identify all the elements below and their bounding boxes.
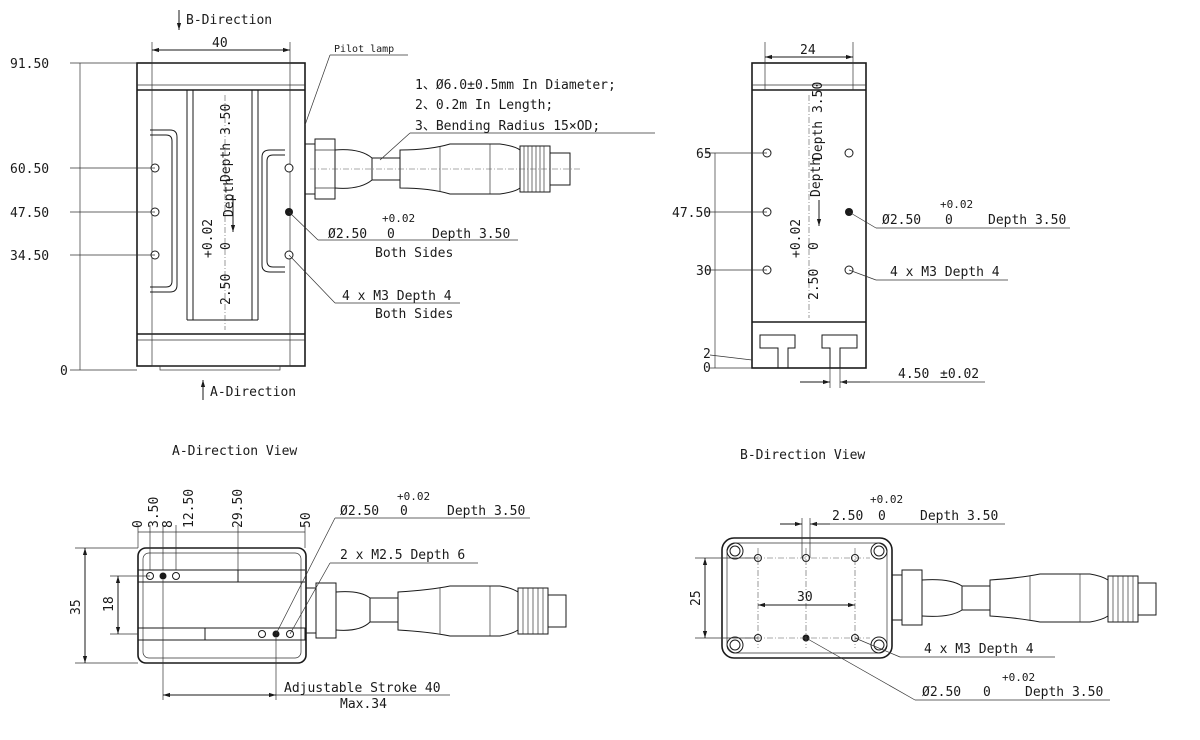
front-depth-vertical-2: Depth [222,178,237,217]
a-dim-0: 0 [131,520,146,528]
side-hole-tol-plus: +0.02 [940,198,973,211]
b-direction-label: B-Direction [186,13,272,28]
side-width-dim: 24 [800,43,816,58]
side-depth-vertical-2: Depth [809,158,824,197]
front-hole-sides: Both Sides [375,246,453,261]
cable-note-2: 2、0.2m In Length; [415,98,553,113]
side-view: 24 65 47.50 30 2 0 Depth 3.50 Depth +0.0… [672,42,1070,388]
a-screw-spec: 2 x M2.5 Depth 6 [340,548,465,563]
a-stroke-label: Adjustable Stroke 40 [284,681,441,696]
a-direction-label: A-Direction [210,385,296,400]
side-dim-2: 2 [703,347,711,362]
front-hole-zero: 0 [387,227,395,242]
b-top-dia: 2.50 [832,509,863,524]
side-slot-tol: ±0.02 [940,367,979,382]
front-width-dim: 40 [212,36,228,51]
front-dim-60-50: 60.50 [10,162,49,177]
front-tol-zero: 0 [219,242,234,250]
front-screw-spec: 4 x M3 Depth 4 [342,289,452,304]
cable-note-3: 3、Bending Radius 15×OD; [415,119,600,134]
front-body [136,62,306,371]
cable-note-1: 1、Ø6.0±0.5mm In Diameter; [415,78,616,93]
front-screw-sides: Both Sides [375,307,453,322]
side-dia-vertical: 2.50 [807,269,822,300]
a-dim-8: 8 [161,520,176,528]
b-hole-depth: Depth 3.50 [1025,685,1103,700]
b-top-tol-plus: +0.02 [870,493,903,506]
side-dim-0: 0 [703,361,711,376]
front-tol-plus: +0.02 [201,219,216,258]
front-depth-vertical: Depth 3.50 [219,104,234,182]
side-dim-65: 65 [696,147,712,162]
b-top-depth: Depth 3.50 [920,509,998,524]
b-width-dim: 30 [797,590,813,605]
front-dia-vertical: 2.50 [219,274,234,305]
a-dim-29-50: 29.50 [231,489,246,528]
side-tol-zero: 0 [807,242,822,250]
side-tol-plus: +0.02 [789,219,804,258]
b-hole-zero: 0 [983,685,991,700]
a-hole-dia: Ø2.50 [340,504,379,519]
a-direction-view: A-Direction View [69,444,567,712]
side-hole-zero: 0 [945,213,953,228]
a-inner-dim: 18 [102,596,117,612]
side-slot-dim: 4.50 [898,367,929,382]
a-dim-50: 50 [299,512,314,528]
side-depth-vertical: Depth 3.50 [811,82,826,160]
side-dim-47-50: 47.50 [672,206,711,221]
b-hole-dia: Ø2.50 [922,685,961,700]
a-height-dim: 35 [69,599,84,615]
b-screw-spec: 4 x M3 Depth 4 [924,642,1034,657]
front-view: B-Direction [10,10,655,400]
a-hole-zero: 0 [400,504,408,519]
pilot-lamp-label: Pilot lamp [334,44,394,55]
front-dim-0: 0 [60,364,68,379]
front-hole-tol-plus: +0.02 [382,212,415,225]
front-hole-dia: Ø2.50 [328,227,367,242]
a-dim-3-50: 3.50 [147,497,162,528]
a-dim-12-50: 12.50 [182,489,197,528]
front-dim-34-50: 34.50 [10,249,49,264]
a-view-title: A-Direction View [172,444,297,459]
a-stroke-max: Max.34 [340,697,387,712]
side-hole-depth: Depth 3.50 [988,213,1066,228]
b-view-title: B-Direction View [740,448,865,463]
b-direction-view: B-Direction View [689,448,1157,701]
side-hole-dia: Ø2.50 [882,213,921,228]
front-cable-connector [304,138,580,200]
front-hole-depth: Depth 3.50 [432,227,510,242]
front-dim-47-50: 47.50 [10,206,49,221]
b-top-zero: 0 [878,509,886,524]
b-height-dim: 25 [689,590,704,606]
a-hole-tol-plus: +0.02 [397,490,430,503]
side-screw-spec: 4 x M3 Depth 4 [890,265,1000,280]
b-hole-tol-plus: +0.02 [1002,671,1035,684]
side-dim-30: 30 [696,264,712,279]
front-dim-91-50: 91.50 [10,57,49,72]
a-hole-depth: Depth 3.50 [447,504,525,519]
